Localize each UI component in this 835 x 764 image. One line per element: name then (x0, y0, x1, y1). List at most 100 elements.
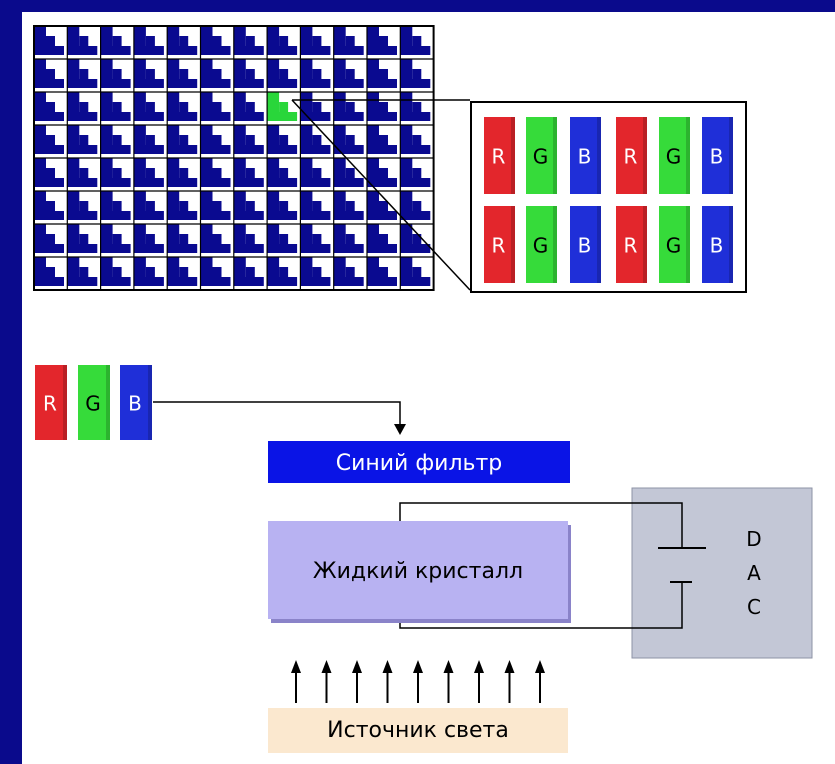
pixel-cell (233, 92, 264, 121)
pixel-cell (333, 158, 364, 187)
pixel-cell (333, 191, 364, 220)
pixel-cell (367, 59, 397, 88)
pixel-cell (100, 158, 131, 187)
pixel-cell (333, 257, 364, 286)
pixel-cell (367, 158, 397, 187)
pixel-cell (67, 26, 98, 55)
pixel-cell (300, 257, 331, 286)
pixel-cell (67, 59, 98, 88)
pixel-cell (34, 257, 64, 286)
subpixel-letter: G (85, 392, 101, 416)
pixel-cell (200, 59, 231, 88)
pixel-cell (200, 257, 231, 286)
pixel-cell (133, 26, 164, 55)
subpixel-g: G (659, 206, 690, 283)
pixel-cell (100, 224, 131, 253)
subpixel-letter: G (533, 234, 549, 258)
pixel-cell (267, 92, 298, 121)
pixel-cell (133, 125, 164, 154)
pixel-cell (367, 26, 397, 55)
subpixel-letter: R (492, 145, 506, 169)
pixel-cell (300, 191, 331, 220)
liquid-crystal-label: Жидкий кристалл (313, 559, 523, 584)
pixel-cell (67, 92, 98, 121)
pixel-cell (67, 191, 98, 220)
subpixel-letter: B (710, 145, 724, 169)
subpixel-r: R (616, 206, 647, 283)
light-arrow-icon (504, 660, 515, 703)
subpixel-letter: B (578, 234, 592, 258)
pixel-cell (34, 224, 64, 253)
light-arrow-icon (413, 660, 423, 703)
pixel-cell (133, 158, 164, 187)
subpixel-b: B (702, 117, 733, 194)
light-arrow-icon (382, 660, 393, 703)
subpixel-b: B (702, 206, 733, 283)
subpixel-r: R (484, 117, 515, 194)
subpixel-g: G (659, 117, 690, 194)
pixel-cell (167, 257, 198, 286)
pixel-cell (200, 92, 231, 121)
light-source-label: Источник света (327, 718, 509, 743)
pixel-cell (200, 224, 231, 253)
pixel-cell (133, 59, 164, 88)
subpixel-g: G (526, 117, 557, 194)
zoom-line-diagonal (291, 99, 471, 291)
dac-box: D A C (631, 487, 813, 659)
pixel-cell (34, 191, 64, 220)
light-arrow-icon (474, 660, 484, 703)
pixel-cell (267, 125, 298, 154)
pixel-cell (400, 257, 431, 286)
pixel-cell (100, 191, 131, 220)
pixel-cell (200, 125, 231, 154)
blue-filter-label: Синий фильтр (336, 451, 503, 476)
pixel-cell (367, 224, 397, 253)
subpixel-letter: R (43, 392, 57, 416)
light-arrow-icon (535, 660, 545, 703)
pixel-cell (133, 92, 164, 121)
pixel-cell (333, 224, 364, 253)
pixel-cell (167, 59, 198, 88)
pixel-cell (67, 125, 98, 154)
pixel-cell (67, 257, 98, 286)
pixel-cell (300, 125, 331, 154)
subpixel-letter: B (128, 392, 142, 416)
legend-b: B (120, 365, 152, 440)
pixel-cell (233, 224, 264, 253)
pixel-cell (300, 59, 331, 88)
pixel-cell (167, 26, 198, 55)
light-arrow-icon (291, 660, 301, 703)
subpixel-letter: G (533, 145, 549, 169)
pixel-cell (367, 125, 397, 154)
pixel-cell (400, 26, 431, 55)
pixel-cell (34, 59, 64, 88)
pixel-cell (367, 92, 397, 121)
pixel-cell (267, 257, 298, 286)
pixel-cell (333, 59, 364, 88)
subpixel-letter: B (710, 234, 724, 258)
light-arrow-icon (352, 660, 362, 703)
pixel-cell (267, 191, 298, 220)
pixel-cell (333, 26, 364, 55)
subpixel-b: B (570, 117, 601, 194)
pixel-cell (200, 26, 231, 55)
pixel-cell (34, 125, 64, 154)
pixel-cell (133, 191, 164, 220)
pixel-cell (100, 125, 131, 154)
signal-wire (153, 401, 401, 426)
pixel-cell (300, 224, 331, 253)
pixel-cell (167, 191, 198, 220)
light-arrow-icon (443, 660, 454, 703)
pixel-cell (100, 26, 131, 55)
pixel-cell (400, 59, 431, 88)
legend-g: G (78, 365, 110, 440)
light-rays (291, 660, 545, 703)
pixel-cell (133, 224, 164, 253)
pixel-cell (167, 224, 198, 253)
pixel-cell (100, 59, 131, 88)
light-source: Источник света (268, 708, 568, 753)
pixel-cell (67, 224, 98, 253)
pixel-cell (267, 26, 298, 55)
